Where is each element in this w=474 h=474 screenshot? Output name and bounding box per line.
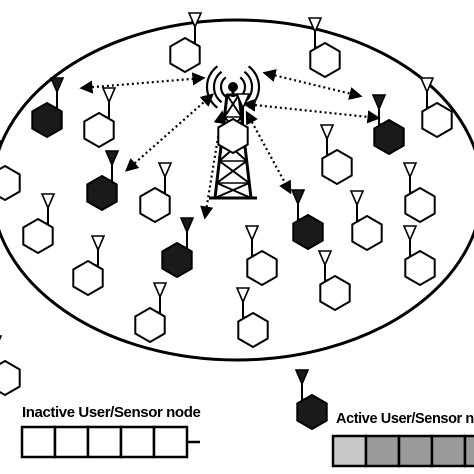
inactive-node-16 [134,282,168,344]
antenna-icon [402,225,418,243]
link-arrow-1 [79,72,206,94]
hexagon-node-icon [351,214,383,252]
hexagon-node-icon [309,41,341,79]
hexagon-node-icon [161,241,193,279]
active-node-3 [371,94,405,156]
antenna-icon [419,77,435,95]
antenna-icon [187,12,203,30]
hexagon-node-icon [296,393,328,431]
hexagon-node-icon [0,359,21,397]
link-arrow-3 [262,69,363,100]
inactive-node-18 [0,335,21,397]
active-queue-slot [430,434,467,468]
active-node-4 [161,217,195,279]
link-arrow-2 [125,93,214,172]
active-queue-slot [364,434,401,468]
inactive-node-2 [307,17,341,79]
hexagon-node-icon [83,111,115,149]
inactive-queue-slot [86,425,123,459]
hexagon-node-icon [237,311,269,349]
hexagon-node-icon [421,101,453,139]
antenna-icon [349,190,365,208]
inactive-node-9 [22,193,56,255]
hexagon-node-icon [22,217,54,255]
inactive-node-14 [402,225,436,287]
hexagon-node-icon [0,164,21,202]
active-node-icon [294,369,328,431]
antenna-icon [0,140,3,146]
inactive-queue-slot [20,425,57,459]
inactive-node-8 [402,162,436,224]
hexagon-node-icon [292,213,324,251]
inactive-node-11 [349,190,383,252]
active-node-2 [86,150,120,212]
inactive-node-13 [244,225,278,287]
antenna-icon [104,150,120,168]
hexagon-node-icon [31,101,63,139]
antenna-icon [40,193,56,211]
hexagon-node-icon [72,259,104,297]
inactive-queue-slot [119,425,156,459]
antenna-icon [179,217,195,235]
active-node-1 [31,77,65,139]
coverage-ellipse [0,18,474,362]
antenna-icon [235,287,251,305]
antenna-icon [101,87,117,105]
antenna-icon [235,93,251,111]
hexagon-node-icon [404,186,436,224]
antenna-icon [152,282,168,300]
antenna-icon [49,77,65,95]
inactive-node-10 [217,93,251,155]
hexagon-node-icon [169,36,201,74]
active-node-5 [290,189,324,251]
active-queue-slot [397,434,434,468]
active-node-queue [331,434,474,468]
hexagon-node-icon [321,148,353,186]
active-queue-slot [463,434,474,468]
inactive-node-4 [419,77,453,139]
communication-links [79,69,381,220]
hexagon-node-icon [139,186,171,224]
hexagon-node-icon [404,249,436,287]
active-node-legend-icon [294,369,328,431]
inactive-node-7 [139,162,173,224]
antenna-icon [402,162,418,180]
inactive-node-12 [72,235,106,297]
inactive-node-6 [0,140,21,202]
hexagon-node-icon [373,118,405,156]
antenna-icon [317,250,333,268]
antenna-icon [244,225,260,243]
antenna-icon [307,17,323,35]
inactive-node-1 [169,12,203,74]
antenna-icon [371,94,387,112]
hexagon-node-icon [246,249,278,287]
antenna-icon [290,189,306,207]
inactive-node-queue [20,425,200,459]
hexagon-node-icon [217,117,249,155]
inactive-node-17 [235,287,269,349]
active-queue-slot [331,434,368,468]
antenna-icon [0,335,3,341]
antenna-icon [90,235,106,253]
antenna-icon [157,162,173,180]
inactive-node-3 [83,87,117,149]
hexagon-node-icon [134,306,166,344]
inactive-node-legend-label: Inactive User/Sensor node [22,404,201,421]
inactive-node-5 [319,124,353,186]
hexagon-node-icon [319,274,351,312]
sensor-nodes [0,12,453,397]
antenna-icon [294,369,310,387]
hexagon-node-icon [86,174,118,212]
active-node-legend-label: Active User/Sensor n [336,411,474,427]
link-arrow-4 [242,98,381,124]
antenna-icon [319,124,335,142]
inactive-queue-slot [152,425,189,459]
inactive-node-15 [317,250,351,312]
inactive-queue-slot [53,425,90,459]
